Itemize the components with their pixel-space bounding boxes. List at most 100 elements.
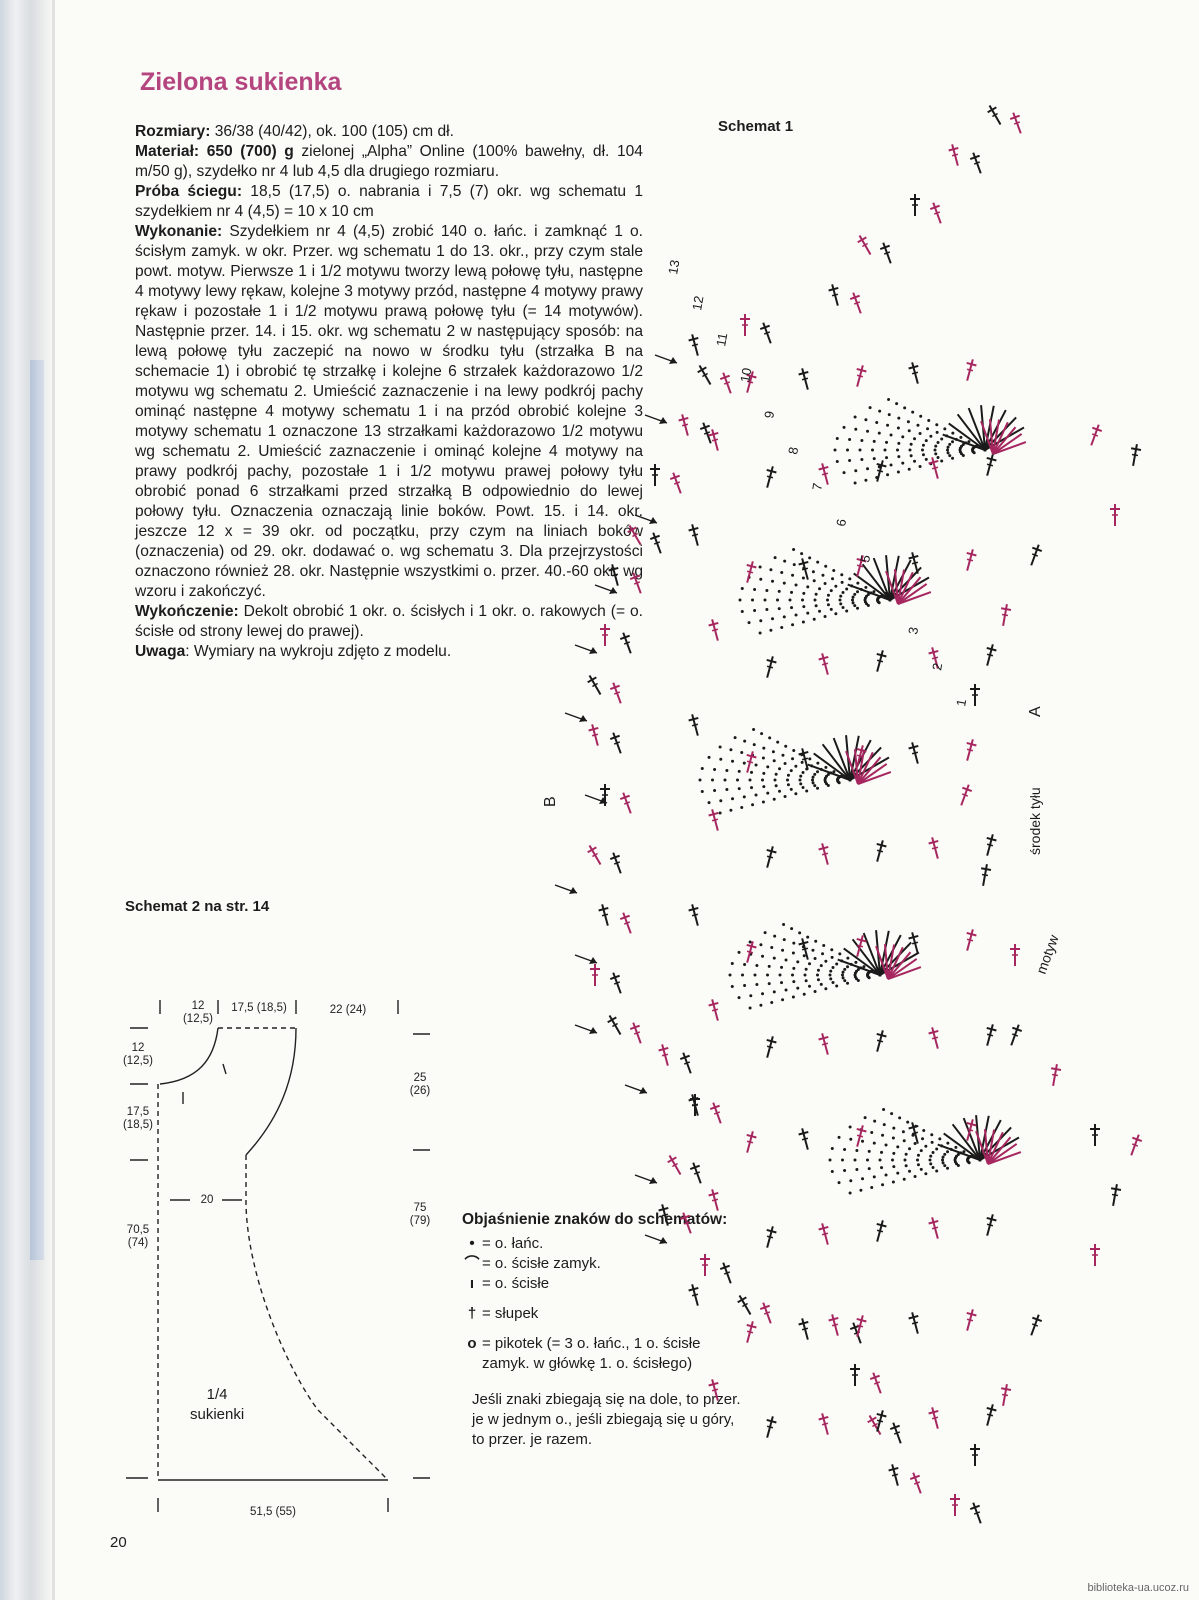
inner-stitch [872,1409,887,1433]
inner-stitch [762,845,777,869]
chain-ray [755,983,758,986]
chain-ray [927,419,930,422]
chain-ray [761,955,764,958]
chain-ray [892,1127,895,1130]
inner-stitch [852,1124,867,1148]
chain-ray [830,589,833,592]
label-a: A [1027,706,1044,717]
chain-ray [755,794,758,797]
chain-ray [786,779,789,782]
chain-ray [890,433,893,436]
chain-ray [926,427,929,430]
chain-ray [719,812,722,815]
armhole-curve [246,1028,296,1155]
chain-ray [791,574,794,577]
chain-ray [885,1143,888,1146]
edge-stitch [719,1261,736,1285]
chain-ray [824,615,827,618]
chain-ray [816,770,819,773]
chain-ray [741,610,744,613]
chain-ray [798,931,801,934]
chain-ray [743,963,746,966]
chain-ray [780,571,783,574]
chain-ray [802,786,805,789]
inner-stitch [852,364,867,388]
chain-ray [929,1155,932,1158]
dress-pattern-svg [118,1000,448,1560]
chain-ray [799,782,802,785]
chain-ray [942,1156,945,1159]
chain-ray [873,1120,876,1123]
edge-stitch [759,1301,776,1325]
chain-ray [759,619,762,622]
chain-ray [773,798,776,801]
chain-ray [768,982,771,985]
chain-ray [946,1150,949,1153]
chain-ray [781,998,784,1001]
inner-stitch [817,1222,832,1246]
chain-ray [843,1169,846,1172]
finishing-label: Wykończenie: [135,603,239,620]
edge-stitch [879,241,896,265]
chain-ray [789,599,792,602]
edge-stitch [889,1421,906,1445]
chain-ray [759,578,762,581]
chain-ray [768,965,771,968]
chain-ray [802,592,805,595]
chain-ray [792,952,795,955]
chain-ray [765,589,768,592]
chain-ray [824,565,827,568]
chain-ray [794,765,797,768]
chain-ray [843,979,846,982]
chain-ray [921,449,924,452]
chain-ray [942,1161,945,1164]
chain-ray [711,779,714,782]
chain-ray [779,974,782,977]
chain-ray [752,728,755,731]
chain-ray [804,974,807,977]
chain-ray [808,962,811,965]
edge-stitch [605,1013,625,1037]
label-motif: motyw [1033,932,1062,976]
edge-stitch [700,1254,710,1276]
chain-ray [843,1148,846,1151]
inner-stitch [872,459,887,483]
edge-stitch [619,911,636,935]
edge-stitch [929,201,946,225]
chain-ray [897,427,900,430]
chain-ray [760,732,763,735]
edge-stitch [679,1051,696,1075]
dim-right-upper: 25 (26) [400,1072,440,1098]
edge-stitch [1127,1133,1144,1157]
chain-ray [938,1137,941,1140]
chain-ray [948,454,951,457]
chain-ray [811,949,814,952]
edge-stitch [679,1211,696,1235]
chain-ray [792,942,795,945]
chain-ray [769,568,772,571]
chain-ray [935,423,938,426]
inner-stitch [962,548,977,572]
chain-ray [846,982,849,985]
edge-stitch [827,1313,842,1337]
inner-stitch [797,937,812,961]
chain-ray [773,957,776,960]
chain-ray [755,964,758,967]
inner-stitch [982,1023,997,1047]
chain-ray [913,437,916,440]
chain-ray [768,736,771,739]
chain-ray [790,927,793,930]
binding-strip [30,360,44,1260]
chain-ray [832,966,835,969]
chain-ray [743,762,746,765]
chain-ray [883,1123,886,1126]
chain-ray [859,1189,862,1192]
inner-stitch [872,1219,887,1243]
chain-ray [780,966,783,969]
chain-ray [832,770,835,773]
chain-ray [910,443,913,446]
dim-shoulder: 17,5 (18,5) [224,1002,294,1015]
legend-text-double: = słupek [482,1304,538,1324]
chain-ray [873,1142,876,1145]
edge-stitch [609,731,626,755]
